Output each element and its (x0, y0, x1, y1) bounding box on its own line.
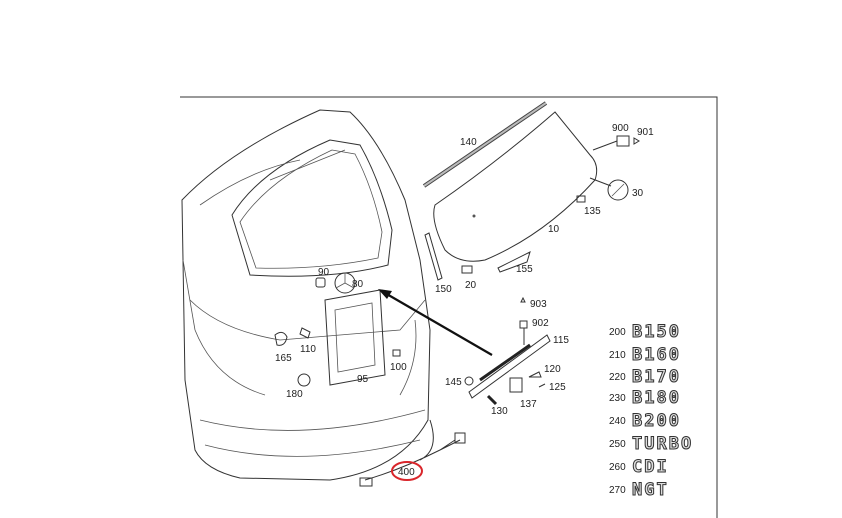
part-label-903[interactable]: 903 (530, 299, 547, 310)
emblem-badge[interactable]: B200 (632, 411, 681, 432)
car-rear-illustration (181, 109, 493, 487)
part-label-137[interactable]: 137 (520, 399, 537, 410)
part-label-95[interactable]: 95 (357, 374, 369, 385)
emblem-number[interactable]: 240 (609, 416, 626, 427)
part-label-125[interactable]: 125 (549, 382, 566, 393)
emblem-number[interactable]: 210 (609, 350, 626, 361)
part-label-10[interactable]: 10 (548, 224, 560, 235)
emblem-number[interactable]: 270 (609, 485, 626, 496)
emblem-number[interactable]: 260 (609, 462, 626, 473)
emblem-number[interactable]: 200 (609, 327, 626, 338)
emblem-number[interactable]: 220 (609, 372, 626, 383)
part-label-155[interactable]: 155 (516, 264, 533, 275)
emblem-badge[interactable]: TURBO (632, 434, 693, 455)
part-label-150[interactable]: 150 (435, 284, 452, 295)
part-label-115[interactable]: 115 (553, 335, 569, 346)
emblem-list: 200 B150 210 B160 220 B170 230 B180 240 … (609, 322, 693, 501)
part-label-165[interactable]: 165 (275, 353, 292, 364)
emblem-number[interactable]: 250 (609, 439, 626, 450)
part-label-901[interactable]: 901 (637, 127, 654, 138)
part-label-120[interactable]: 120 (544, 364, 561, 375)
part-label-80[interactable]: 80 (352, 279, 364, 290)
emblem-badge[interactable]: B170 (632, 367, 681, 388)
rear-window-glass (422, 101, 640, 281)
highlight-circle-400 (391, 461, 423, 481)
part-label-110[interactable]: 110 (300, 344, 316, 355)
part-label-20[interactable]: 20 (465, 280, 477, 291)
part-label-140[interactable]: 140 (460, 137, 477, 148)
part-label-900[interactable]: 900 (612, 123, 629, 134)
emblem-badge[interactable]: NGT (632, 480, 669, 501)
emblem-badge[interactable]: B180 (632, 388, 681, 409)
part-label-400[interactable]: 400 (398, 467, 415, 478)
emblem-badge[interactable]: CDI (632, 457, 669, 478)
part-label-902[interactable]: 902 (532, 318, 549, 329)
emblem-badge[interactable]: B150 (632, 322, 681, 343)
emblem-number[interactable]: 230 (609, 393, 626, 404)
part-label-100[interactable]: 100 (390, 362, 407, 373)
diagram-frame (180, 96, 718, 518)
part-label-30[interactable]: 30 (632, 188, 644, 199)
part-label-180[interactable]: 180 (286, 389, 303, 400)
part-label-90[interactable]: 90 (318, 267, 330, 278)
part-label-130[interactable]: 130 (491, 406, 508, 417)
part-label-145[interactable]: 145 (445, 377, 462, 388)
part-label-135[interactable]: 135 (584, 206, 601, 217)
emblem-badge[interactable]: B160 (632, 345, 681, 366)
handle-strip-assembly (464, 296, 551, 406)
